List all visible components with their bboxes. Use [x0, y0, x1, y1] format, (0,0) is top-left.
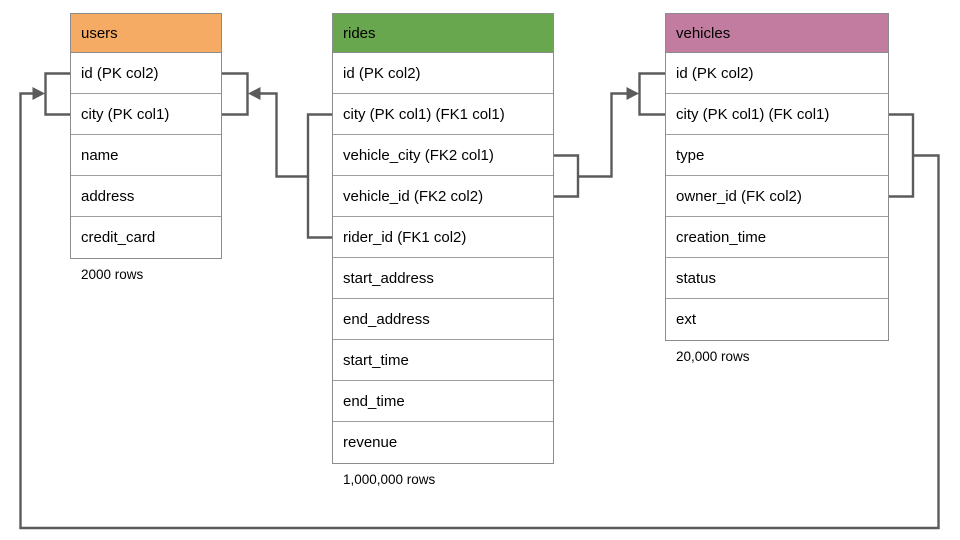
arrowhead-icon: [626, 87, 639, 100]
table-columns: id (PK col2)city (PK col1) (FK1 col1)veh…: [333, 53, 553, 463]
table-columns: id (PK col2)city (PK col1) (FK col1)type…: [666, 53, 888, 340]
rides-left-bracket-line: [306, 113, 333, 239]
table-row: vehicle_city (FK2 col1): [333, 135, 553, 176]
fk-rides-users-connector: [221, 72, 333, 239]
table-row: id (PK col2): [333, 53, 553, 94]
table-row: owner_id (FK col2): [666, 176, 888, 217]
row-count-caption: 20,000 rows: [676, 349, 750, 364]
table-header: vehicles: [666, 14, 888, 53]
vehicles-left-bracket-line: [638, 72, 666, 116]
table-header: rides: [333, 14, 553, 53]
table-row: creation_time: [666, 217, 888, 258]
table-row: end_time: [333, 381, 553, 422]
row-count-caption: 1,000,000 rows: [343, 472, 436, 487]
table-row: address: [71, 176, 221, 217]
table-row: credit_card: [71, 217, 221, 258]
table-row: type: [666, 135, 888, 176]
arrowhead-icon: [32, 87, 45, 100]
fk2-link-line: [578, 92, 628, 178]
table-row: start_address: [333, 258, 553, 299]
table-title: vehicles: [676, 24, 731, 42]
table-row: revenue: [333, 422, 553, 463]
users-right-bracket-line: [221, 72, 249, 116]
table-row: rider_id (FK1 col2): [333, 217, 553, 258]
table-title: rides: [343, 24, 376, 42]
table-vehicles: vehicles id (PK col2)city (PK col1) (FK …: [665, 13, 889, 364]
vehicles-right-bracket-line: [887, 113, 915, 198]
users-left-bracket-line: [44, 72, 70, 116]
table-title: users: [81, 24, 118, 42]
table-header: users: [71, 14, 221, 53]
fk-rides-vehicles-connector: [553, 72, 666, 198]
table-row: start_time: [333, 340, 553, 381]
rides-right-bracket-line: [553, 154, 580, 198]
table-row: status: [666, 258, 888, 299]
table-row: end_address: [333, 299, 553, 340]
table-row: id (PK col2): [666, 53, 888, 94]
table-row: ext: [666, 299, 888, 340]
table-row: city (PK col1) (FK col1): [666, 94, 888, 135]
fk1-link-line: [259, 92, 308, 178]
table-row: vehicle_id (FK2 col2): [333, 176, 553, 217]
row-count-caption: 2000 rows: [81, 267, 144, 282]
arrowhead-icon: [248, 87, 261, 100]
table-row: name: [71, 135, 221, 176]
table-row: city (PK col1): [71, 94, 221, 135]
table-row: id (PK col2): [71, 53, 221, 94]
table-row: city (PK col1) (FK1 col1): [333, 94, 553, 135]
table-rides: rides id (PK col2)city (PK col1) (FK1 co…: [332, 13, 554, 487]
